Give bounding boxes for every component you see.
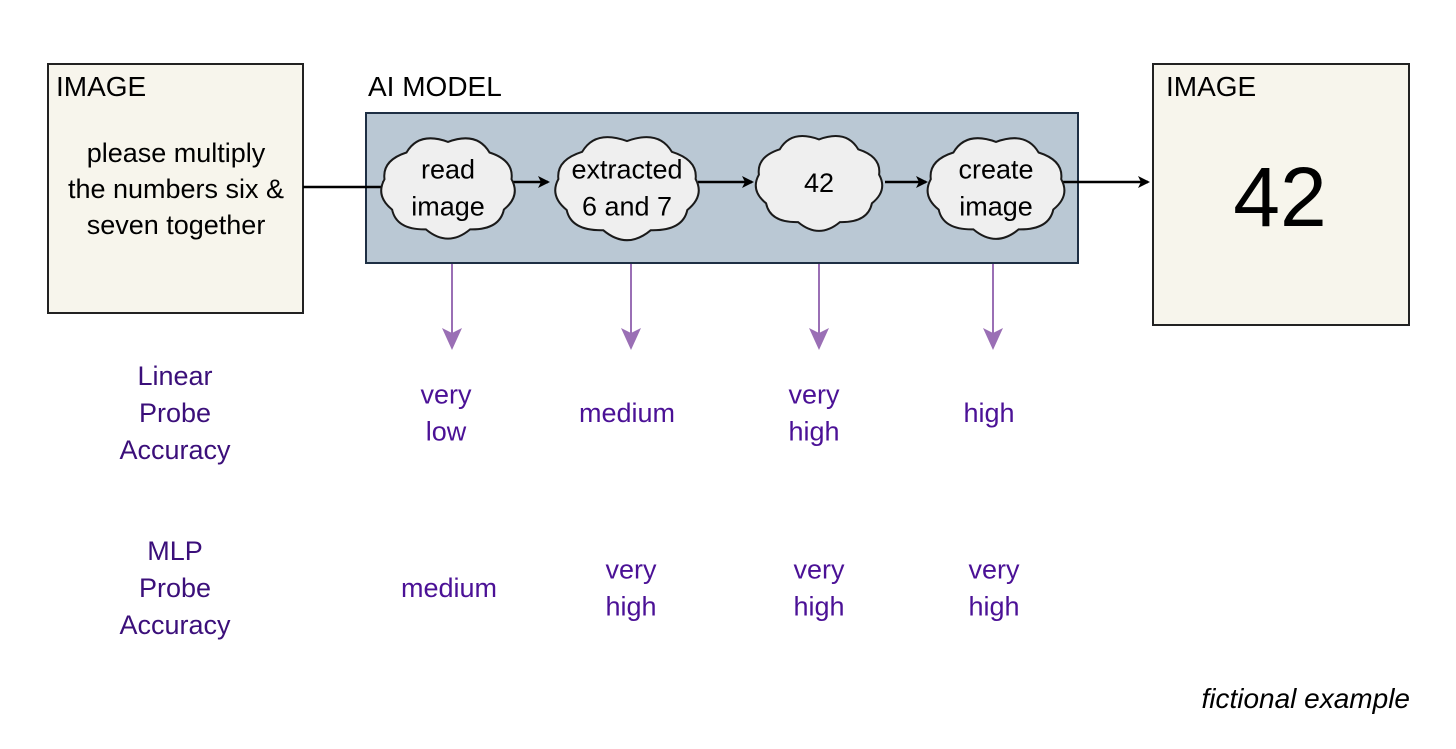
probe-arrowhead-step-3 — [809, 328, 829, 350]
cloud-shape — [554, 136, 700, 242]
probe-arrowhead-step-2 — [621, 328, 641, 350]
model-step-4-line-1: create — [958, 155, 1033, 185]
model-step-3-line-1: 42 — [804, 168, 834, 198]
probe-row-2-label-line-2: Probe — [139, 573, 211, 603]
probe-row-1-step-2-value-line-1: medium — [579, 398, 675, 428]
model-step-2-line-2: 6 and 7 — [582, 192, 672, 222]
model-step-1-line-1: read — [421, 155, 475, 185]
probe-arrowhead-step-4 — [983, 328, 1003, 350]
cloud-shape — [754, 135, 884, 232]
probe-row-2-label-line-1: MLP — [147, 536, 203, 566]
probe-row-2-step-2-value-line-2: high — [605, 592, 656, 622]
model-step-4-line-2: image — [959, 192, 1033, 222]
prompt-line-1: please multiply — [87, 138, 266, 168]
prompt-line-3: seven together — [87, 210, 266, 240]
probe-arrowhead-step-1 — [442, 328, 462, 350]
probe-row-2-step-3-value-line-1: very — [793, 555, 845, 585]
probe-row-1-label-line-2: Probe — [139, 398, 211, 428]
probe-row-2-step-2-value-line-1: very — [605, 555, 657, 585]
probe-row-1-step-1-value-line-1: very — [420, 380, 472, 410]
model-step-4: create image — [926, 137, 1066, 240]
model-step-3: 42 — [754, 135, 884, 232]
probe-row-2-step-1-value-line-1: medium — [401, 573, 497, 603]
model-steps: read image extracted 6 and 7 42 create image — [380, 135, 1066, 242]
footnote: fictional example — [1201, 683, 1410, 714]
input-image-box: IMAGE please multiply the numbers six & … — [47, 63, 304, 314]
output-image-box: IMAGE 42 — [1152, 63, 1410, 326]
probe-row-2-step-3-value-line-2: high — [793, 592, 844, 622]
output-value: 42 — [1233, 150, 1326, 244]
probe-row-1-step-3-value-line-1: very — [788, 380, 840, 410]
output-image-label: IMAGE — [1166, 71, 1256, 102]
model-step-1-line-2: image — [411, 192, 485, 222]
probe-row-1-step-1-value-line-2: low — [426, 417, 467, 447]
input-image-label: IMAGE — [56, 71, 146, 102]
model-step-1: read image — [380, 137, 516, 240]
probe-row-2-step-4-value-line-2: high — [968, 592, 1019, 622]
probe-row-1-label-line-3: Accuracy — [119, 435, 231, 465]
probe-row-1-step-4-value-line-1: high — [963, 398, 1014, 428]
model-step-2: extracted 6 and 7 — [554, 136, 700, 242]
cloud-shape — [380, 137, 516, 240]
cloud-shape — [926, 137, 1066, 240]
probe-row-2-step-4-value-line-1: very — [968, 555, 1020, 585]
probe-accuracy-table: LinearProbeAccuracyverylowmediumveryhigh… — [119, 361, 1020, 640]
model-step-2-line-1: extracted — [571, 155, 682, 185]
prompt-line-2: the numbers six & — [68, 174, 284, 204]
probe-row-1-step-3-value-line-2: high — [788, 417, 839, 447]
probe-row-2-label-line-3: Accuracy — [119, 610, 231, 640]
probe-row-1-label-line-1: Linear — [137, 361, 212, 391]
ai-model-label: AI MODEL — [368, 71, 502, 102]
